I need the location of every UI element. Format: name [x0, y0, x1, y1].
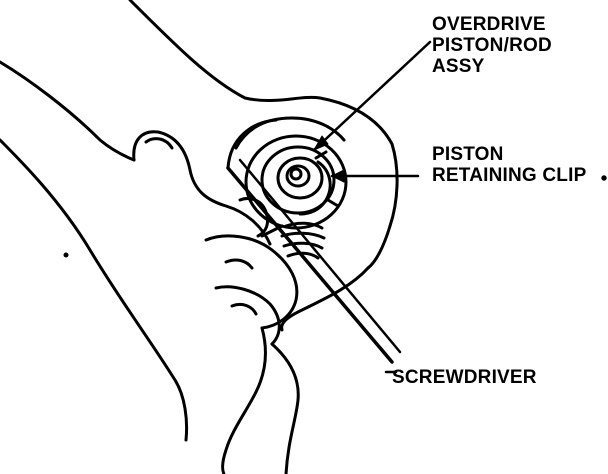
label-piston-retaining-clip: PISTON RETAINING CLIP — [432, 144, 586, 186]
thumbnail — [144, 137, 174, 150]
screwdriver-tip — [260, 224, 284, 238]
thread-lines — [280, 221, 326, 260]
piston-rod-tip — [289, 167, 303, 181]
housing-outline — [128, 0, 399, 270]
knuckle-lines — [224, 258, 258, 316]
piston-bore-inner — [260, 145, 336, 215]
arm-lower-edge — [0, 138, 189, 442]
clip-tab — [314, 150, 340, 208]
piston-rod-boss — [276, 156, 324, 200]
screwdriver-shaft — [226, 166, 394, 364]
palm-lower — [270, 342, 300, 474]
arm-upper-edge — [0, 60, 136, 162]
speckle-dot — [601, 175, 607, 181]
housing-face-arc — [226, 118, 278, 170]
label-line: PISTON — [432, 144, 504, 165]
leader-overdrive — [312, 40, 432, 152]
thumb-outline — [132, 130, 272, 246]
wrist-outline — [221, 326, 267, 474]
leader-clip-arrow — [331, 169, 345, 183]
label-overdrive-piston-rod-assy: OVERDRIVE PISTON/ROD ASSY — [432, 14, 552, 77]
label-line: PISTON/ROD — [432, 35, 552, 56]
screwdriver-shaft-edge — [238, 158, 402, 354]
finger-middle — [204, 234, 299, 330]
speckle-dot — [63, 252, 69, 258]
label-screwdriver: SCREWDRIVER — [392, 367, 537, 388]
finger-ring — [214, 285, 281, 346]
label-line: OVERDRIVE — [432, 14, 546, 35]
piston-retaining-clip — [298, 160, 332, 216]
housing-lower-edge — [280, 266, 370, 332]
label-line: RETAINING CLIP — [432, 165, 587, 186]
label-line: SCREWDRIVER — [392, 367, 537, 388]
label-line: ASSY — [432, 56, 485, 77]
leader-overdrive-arrow — [313, 135, 329, 151]
housing-inner-arc — [234, 116, 346, 150]
